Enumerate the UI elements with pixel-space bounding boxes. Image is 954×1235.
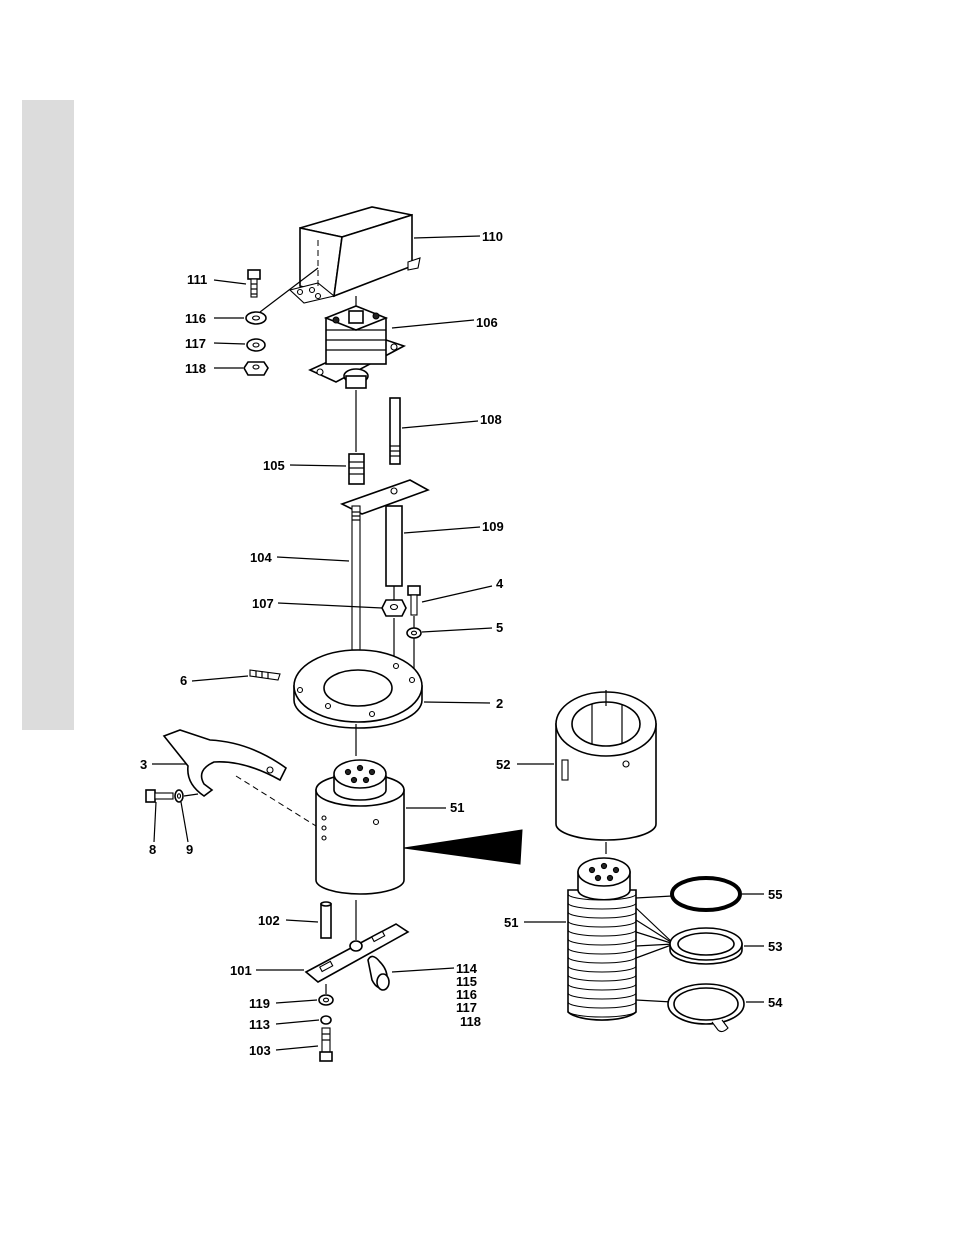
label-102: 102 (258, 913, 280, 928)
part-107-nut (382, 600, 406, 616)
label-116: 116 (185, 311, 206, 326)
part-110-box (260, 207, 420, 312)
label-54: 54 (768, 995, 783, 1010)
label-117-b: 117 (456, 1000, 477, 1015)
label-51-right: 51 (504, 915, 518, 930)
part-118-nut (244, 362, 268, 375)
label-109: 109 (482, 519, 504, 534)
part-113-washer (321, 1016, 331, 1024)
label-5: 5 (496, 620, 503, 635)
label-8: 8 (149, 842, 156, 857)
label-108: 108 (480, 412, 502, 427)
part-2-flange (294, 650, 422, 728)
part-8-bolt (146, 790, 173, 802)
part-52-sleeve (556, 692, 656, 840)
part-51-body (316, 760, 404, 894)
label-118-b: 118 (460, 1014, 481, 1029)
label-2: 2 (496, 696, 503, 711)
label-53: 53 (768, 939, 782, 954)
label-51-left: 51 (450, 800, 464, 815)
label-106: 106 (476, 315, 498, 330)
part-102-pin (321, 902, 331, 938)
part-6-set-screw (250, 670, 280, 680)
label-117: 117 (185, 336, 206, 351)
label-3: 3 (140, 757, 147, 772)
label-107: 107 (252, 596, 274, 611)
label-101: 101 (230, 963, 252, 978)
part-53-ring (670, 928, 742, 964)
label-4: 4 (496, 576, 504, 591)
part-104-threaded-rod (352, 506, 360, 668)
part-51-coil (568, 858, 636, 1020)
label-52: 52 (496, 757, 510, 772)
label-103: 103 (249, 1043, 271, 1058)
part-4-screw (408, 586, 420, 615)
part-105-coupler (349, 454, 364, 484)
label-119: 119 (249, 996, 270, 1011)
part-116-washer (246, 312, 266, 324)
part-108-rod (390, 398, 400, 464)
label-55: 55 (768, 887, 782, 902)
part-111-bolt (248, 270, 260, 297)
label-110: 110 (482, 229, 503, 244)
part-103-bolt (320, 1028, 332, 1061)
label-113: 113 (249, 1017, 270, 1032)
part-3-fork (164, 730, 286, 796)
label-111: 111 (187, 272, 207, 287)
label-104: 104 (250, 550, 272, 565)
part-54-snap-ring (668, 984, 744, 1032)
part-5-washer (407, 628, 421, 638)
part-9-washer (175, 790, 183, 802)
part-117-washer (247, 339, 265, 351)
zoom-callout (404, 830, 522, 864)
label-118: 118 (185, 361, 206, 376)
label-105: 105 (263, 458, 285, 473)
part-106-switch (310, 306, 404, 388)
part-114-clamp (368, 956, 389, 990)
label-9: 9 (186, 842, 193, 857)
part-119-washer (319, 995, 333, 1005)
part-55-oring (672, 878, 740, 910)
label-6: 6 (180, 673, 187, 688)
part-109-tube (386, 506, 402, 586)
